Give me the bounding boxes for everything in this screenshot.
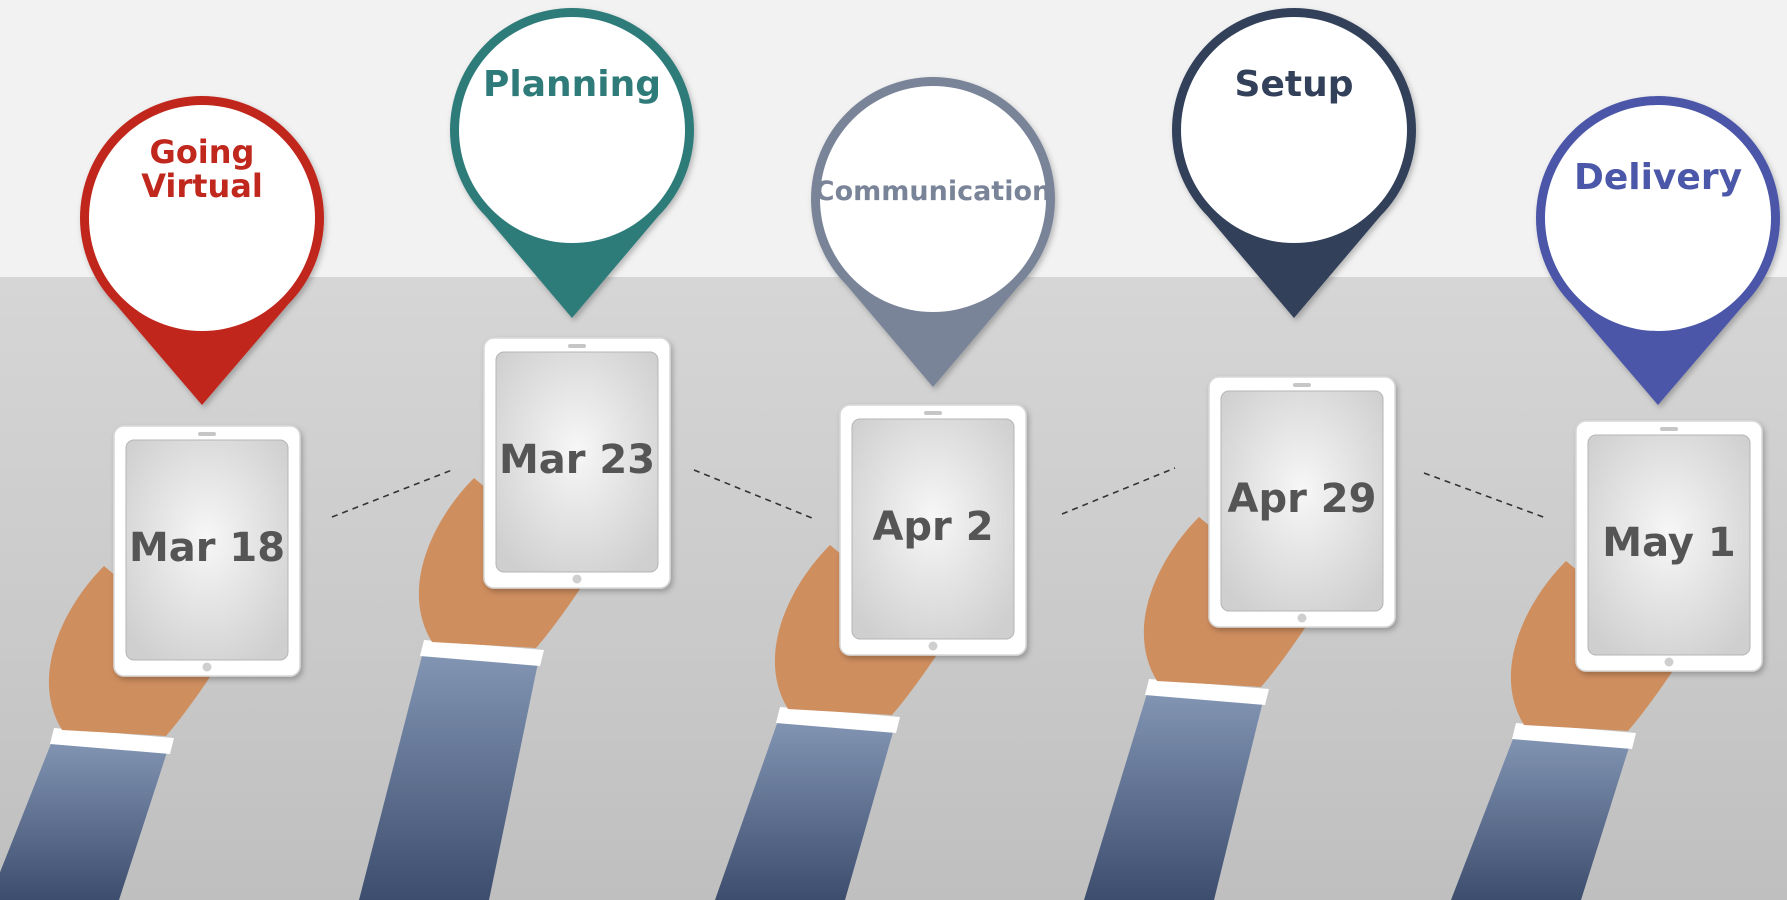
milestone-date: Mar 23: [498, 437, 656, 483]
milestone-title-line: Virtual: [141, 166, 263, 205]
speaker-slot: [198, 432, 216, 436]
speaker-slot: [1293, 383, 1311, 387]
milestone-pin: [449, 7, 694, 318]
tablet-screen: [1220, 390, 1384, 612]
milestone-title: Planning: [450, 66, 694, 104]
timeline-connector: [331, 469, 453, 518]
hand: [418, 478, 584, 648]
shirt-cuff: [1512, 723, 1636, 749]
speaker-slot: [924, 411, 942, 415]
pin-face: [1181, 17, 1407, 243]
speaker-slot: [1660, 427, 1678, 431]
speaker-slot: [568, 344, 586, 348]
hand: [774, 545, 940, 715]
sleeve: [1451, 731, 1631, 900]
tablet-screen: [495, 351, 659, 573]
tablet: [1208, 376, 1396, 628]
hand: [1143, 517, 1309, 687]
milestone-title: Communication: [811, 176, 1055, 207]
milestone-pin: [79, 95, 324, 405]
home-button: [928, 641, 938, 651]
sleeve: [715, 715, 895, 900]
timeline-connector: [1423, 472, 1547, 519]
arm: [1084, 517, 1309, 900]
tablet: [839, 404, 1027, 656]
sleeve: [359, 648, 539, 900]
sleeve: [1084, 687, 1264, 900]
arm: [715, 545, 940, 900]
milestone-pin: [1536, 95, 1780, 406]
tablet-screen: [125, 439, 289, 661]
tablet: [113, 425, 301, 677]
tablet-screen: [1587, 434, 1751, 656]
hand: [1510, 561, 1676, 731]
home-button: [1297, 613, 1307, 623]
tablet: [483, 337, 671, 589]
milestone-title-line: Communication: [814, 176, 1052, 207]
milestone-title-line: Going: [149, 133, 255, 171]
tablet: [1575, 420, 1763, 672]
home-button: [202, 662, 212, 672]
pin-face: [1545, 105, 1771, 331]
milestone-date: Mar 18: [128, 525, 286, 571]
hand: [48, 566, 215, 736]
milestone-title: Setup: [1172, 66, 1416, 104]
shirt-cuff: [420, 640, 544, 666]
arm: [0, 566, 215, 900]
milestone-date: May 1: [1602, 520, 1736, 566]
milestone-title-line: Planning: [482, 64, 661, 105]
tablet-screen: [851, 418, 1015, 640]
milestone-date: Apr 29: [1227, 476, 1377, 522]
milestone-title-line: Setup: [1234, 64, 1354, 105]
milestone-title-line: Delivery: [1573, 157, 1743, 198]
pin-face: [820, 86, 1046, 312]
timeline-connector: [1061, 467, 1176, 515]
milestone-title: Delivery: [1536, 159, 1780, 197]
arm: [359, 478, 584, 900]
pin-face: [89, 105, 315, 331]
home-button: [572, 574, 582, 584]
shirt-cuff: [776, 707, 900, 733]
timeline-connector: [693, 469, 813, 519]
pin-face: [459, 17, 685, 243]
arm: [1451, 561, 1676, 900]
sleeve: [0, 736, 169, 900]
milestone-pin: [811, 76, 1055, 388]
shirt-cuff: [1145, 679, 1269, 705]
home-button: [1664, 657, 1674, 667]
shirt-cuff: [50, 728, 174, 754]
milestone-date: Apr 2: [872, 504, 994, 550]
milestone-pin: [1172, 7, 1416, 318]
